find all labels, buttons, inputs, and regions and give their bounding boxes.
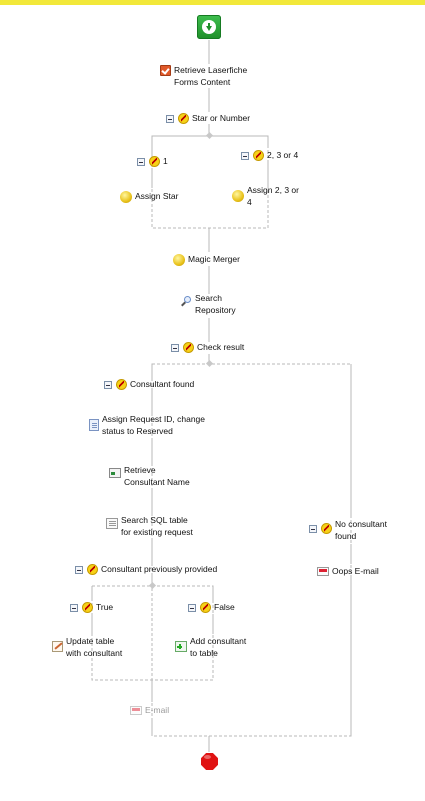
branch-false[interactable]: False <box>188 601 235 613</box>
condition-icon <box>149 156 160 167</box>
token-icon <box>173 254 185 266</box>
assign-star-activity[interactable]: Assign Star <box>120 190 178 203</box>
email-activity-disabled[interactable]: E-mail <box>130 704 169 716</box>
retrieve-forms-line1: Retrieve Laserfiche <box>174 65 248 75</box>
search-sql-activity[interactable]: Search SQL table for existing request <box>106 514 193 538</box>
assign-2-3-4-activity[interactable]: Assign 2, 3 or 4 <box>232 184 299 208</box>
consultant-found-label: Consultant found <box>130 379 195 389</box>
branch-true[interactable]: True <box>70 601 113 613</box>
start-node-icon[interactable] <box>197 15 221 39</box>
consultant-previously-provided-condition[interactable]: Consultant previously provided <box>75 563 217 575</box>
assign-star-label: Assign Star <box>135 191 179 201</box>
condition-icon <box>178 113 189 124</box>
condition-icon <box>200 602 211 613</box>
star-or-number-label: Star or Number <box>192 113 251 123</box>
top-color-bar <box>0 0 425 5</box>
collapse-toggle-icon[interactable] <box>166 115 174 123</box>
collapse-toggle-icon[interactable] <box>104 381 112 389</box>
retrieve-consultant-name-activity[interactable]: Retrieve Consultant Name <box>109 464 190 488</box>
condition-icon <box>183 342 194 353</box>
assign-request-id-activity[interactable]: Assign Request ID, change status to Rese… <box>89 413 205 437</box>
condition-icon <box>253 150 264 161</box>
collapse-toggle-icon[interactable] <box>137 158 145 166</box>
branch-1[interactable]: 1 <box>137 155 168 167</box>
retrieve-forms-line2: Forms Content <box>174 77 231 87</box>
branch-true-label: True <box>96 602 114 612</box>
search-sql-line1: Search SQL table <box>121 515 188 525</box>
branch-1-label: 1 <box>163 156 168 166</box>
search-repo-line1: Search <box>195 293 222 303</box>
search-repo-line2: Repository <box>195 305 236 315</box>
collapse-toggle-icon[interactable] <box>171 344 179 352</box>
form-icon <box>109 468 121 478</box>
retrieve-forms-activity[interactable]: Retrieve Laserfiche Forms Content <box>160 64 247 88</box>
update-table-line2: with consultant <box>66 648 123 658</box>
email-icon <box>130 706 142 715</box>
search-icon <box>181 296 192 307</box>
magic-merger-label: Magic Merger <box>188 254 240 264</box>
condition-icon <box>116 379 127 390</box>
check-result-condition[interactable]: Check result <box>171 341 244 353</box>
search-sql-line2: for existing request <box>121 527 193 537</box>
oops-email-label: Oops E-mail <box>332 566 379 576</box>
star-or-number-condition[interactable]: Star or Number <box>166 112 250 124</box>
email-icon <box>317 567 329 576</box>
no-consultant-found-branch[interactable]: No consultant found <box>309 518 387 542</box>
consultant-found-branch[interactable]: Consultant found <box>104 378 194 390</box>
token-icon <box>120 191 132 203</box>
no-consultant-line1: No consultant <box>335 519 387 529</box>
no-consultant-line2: found <box>335 531 357 541</box>
add-consultant-activity[interactable]: Add consultant to table <box>175 635 246 659</box>
condition-icon <box>82 602 93 613</box>
branch-2-3-4-label: 2, 3 or 4 <box>267 150 299 160</box>
update-table-activity[interactable]: Update table with consultant <box>52 635 122 659</box>
assign-request-line2: status to Reserved <box>102 426 173 436</box>
check-result-label: Check result <box>197 342 245 352</box>
search-repository-activity[interactable]: Search Repository <box>181 292 236 316</box>
update-icon <box>52 641 63 652</box>
collapse-toggle-icon[interactable] <box>75 566 83 574</box>
assign-234-line1: Assign 2, 3 or <box>247 185 299 195</box>
add-consultant-line2: to table <box>190 648 218 658</box>
assign-request-line1: Assign Request ID, change <box>102 414 206 424</box>
token-icon <box>232 190 244 202</box>
retrieve-consultant-line1: Retrieve <box>124 465 156 475</box>
check-task-icon <box>160 65 171 76</box>
condition-icon <box>87 564 98 575</box>
document-icon <box>89 419 99 431</box>
collapse-toggle-icon[interactable] <box>309 525 317 533</box>
retrieve-consultant-line2: Consultant Name <box>124 477 190 487</box>
branch-false-label: False <box>214 602 235 612</box>
collapse-toggle-icon[interactable] <box>70 604 78 612</box>
consultant-prev-label: Consultant previously provided <box>101 564 218 574</box>
oops-email-activity[interactable]: Oops E-mail <box>317 565 379 577</box>
collapse-toggle-icon[interactable] <box>241 152 249 160</box>
assign-234-line2: 4 <box>247 197 252 207</box>
add-icon <box>175 641 187 652</box>
magic-merger-activity[interactable]: Magic Merger <box>173 253 240 266</box>
branch-2-3-or-4[interactable]: 2, 3 or 4 <box>241 149 298 161</box>
add-consultant-line1: Add consultant <box>190 636 247 646</box>
condition-icon <box>321 523 332 534</box>
sql-icon <box>106 518 118 529</box>
collapse-toggle-icon[interactable] <box>188 604 196 612</box>
email-disabled-label: E-mail <box>145 705 170 715</box>
stop-node-icon[interactable] <box>201 753 218 770</box>
update-table-line1: Update table <box>66 636 115 646</box>
